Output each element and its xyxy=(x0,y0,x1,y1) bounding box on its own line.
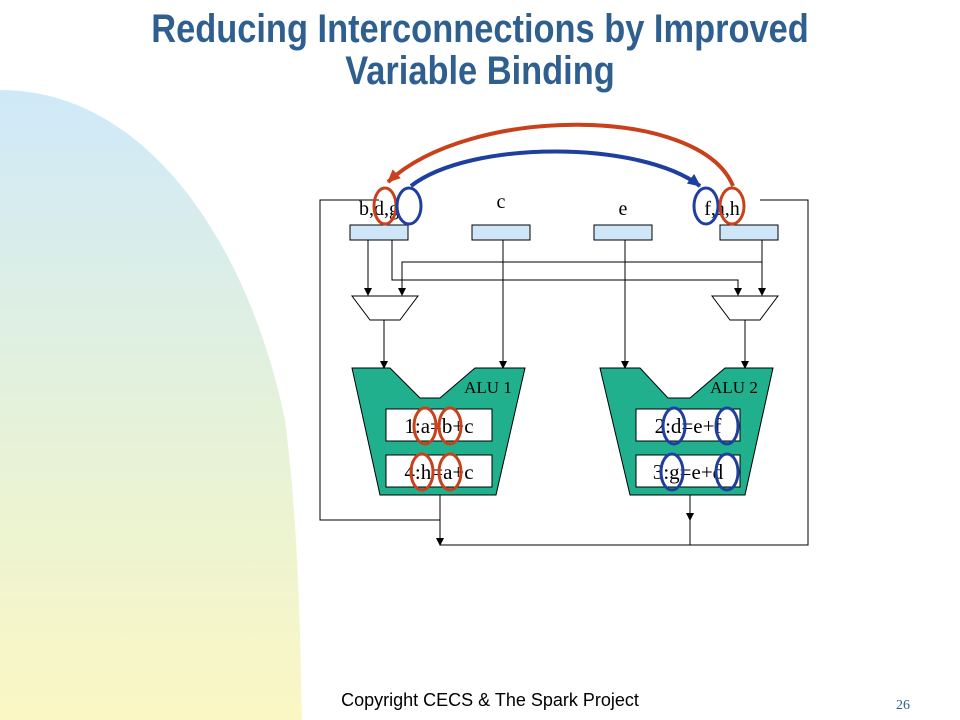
feedback-wire-right xyxy=(439,510,691,546)
alu-2-op-1-text: 2:d=e+f xyxy=(655,414,722,438)
register-bank: b,d,g c e f,a,h xyxy=(349,191,779,241)
alu-1-label: ALU 1 xyxy=(464,378,512,397)
slide-title: Reducing Interconnections by Improved Va… xyxy=(119,8,841,92)
register-3-label: e xyxy=(619,198,628,220)
page-number: 26 xyxy=(896,698,910,713)
background-swoosh xyxy=(0,90,302,720)
circle-alu2-op1-f xyxy=(714,406,740,446)
circle-d-blue xyxy=(395,186,423,226)
circle-alu1-op1-a xyxy=(412,406,438,446)
circle-f-blue xyxy=(692,186,720,226)
register-4-label: f,a,h xyxy=(704,198,740,220)
wire-reg1-mux2 xyxy=(391,240,742,296)
circle-alu2-op1-d xyxy=(661,406,687,446)
register-1-label: b,d,g xyxy=(359,198,399,220)
alu-2: ALU 2 2:d=e+f 3:g=e+d xyxy=(599,367,774,496)
blue-arc-arrow xyxy=(409,149,702,188)
alu-2-label: ALU 2 xyxy=(710,378,758,397)
circle-alu1-op2-h xyxy=(409,452,435,492)
highlight-circles xyxy=(372,186,746,492)
register-3 xyxy=(593,224,653,241)
alu-1-op-1 xyxy=(385,408,493,442)
alu-2-op-1 xyxy=(635,408,741,442)
circle-a-red xyxy=(718,186,746,226)
title-line-1: Reducing Interconnections by Improved xyxy=(151,7,809,51)
circle-alu1-op2-a xyxy=(437,452,463,492)
circle-alu2-op2-d xyxy=(714,452,740,492)
circle-alu1-op1-b xyxy=(437,406,463,446)
red-arc-arrow xyxy=(386,122,735,187)
feedback-wire-left xyxy=(319,199,440,521)
register-2 xyxy=(471,224,531,241)
mux-1 xyxy=(351,295,419,321)
title-line-2: Variable Binding xyxy=(345,49,615,93)
wire-reg4-mux1 xyxy=(398,240,763,296)
multiplexers xyxy=(351,295,779,321)
register-1 xyxy=(349,224,409,241)
alu-2-op-2 xyxy=(635,454,741,488)
register-4 xyxy=(719,224,779,241)
alu-2-op-2-text: 3:g=e+d xyxy=(653,460,724,484)
register-2-label: c xyxy=(497,191,506,213)
feedback-wire-right-outer xyxy=(690,199,809,546)
circle-alu2-op2-g xyxy=(659,452,685,492)
mux-2 xyxy=(711,295,779,321)
copyright-footer: Copyright CECS & The Spark Project xyxy=(341,690,639,710)
wiring xyxy=(319,199,809,546)
